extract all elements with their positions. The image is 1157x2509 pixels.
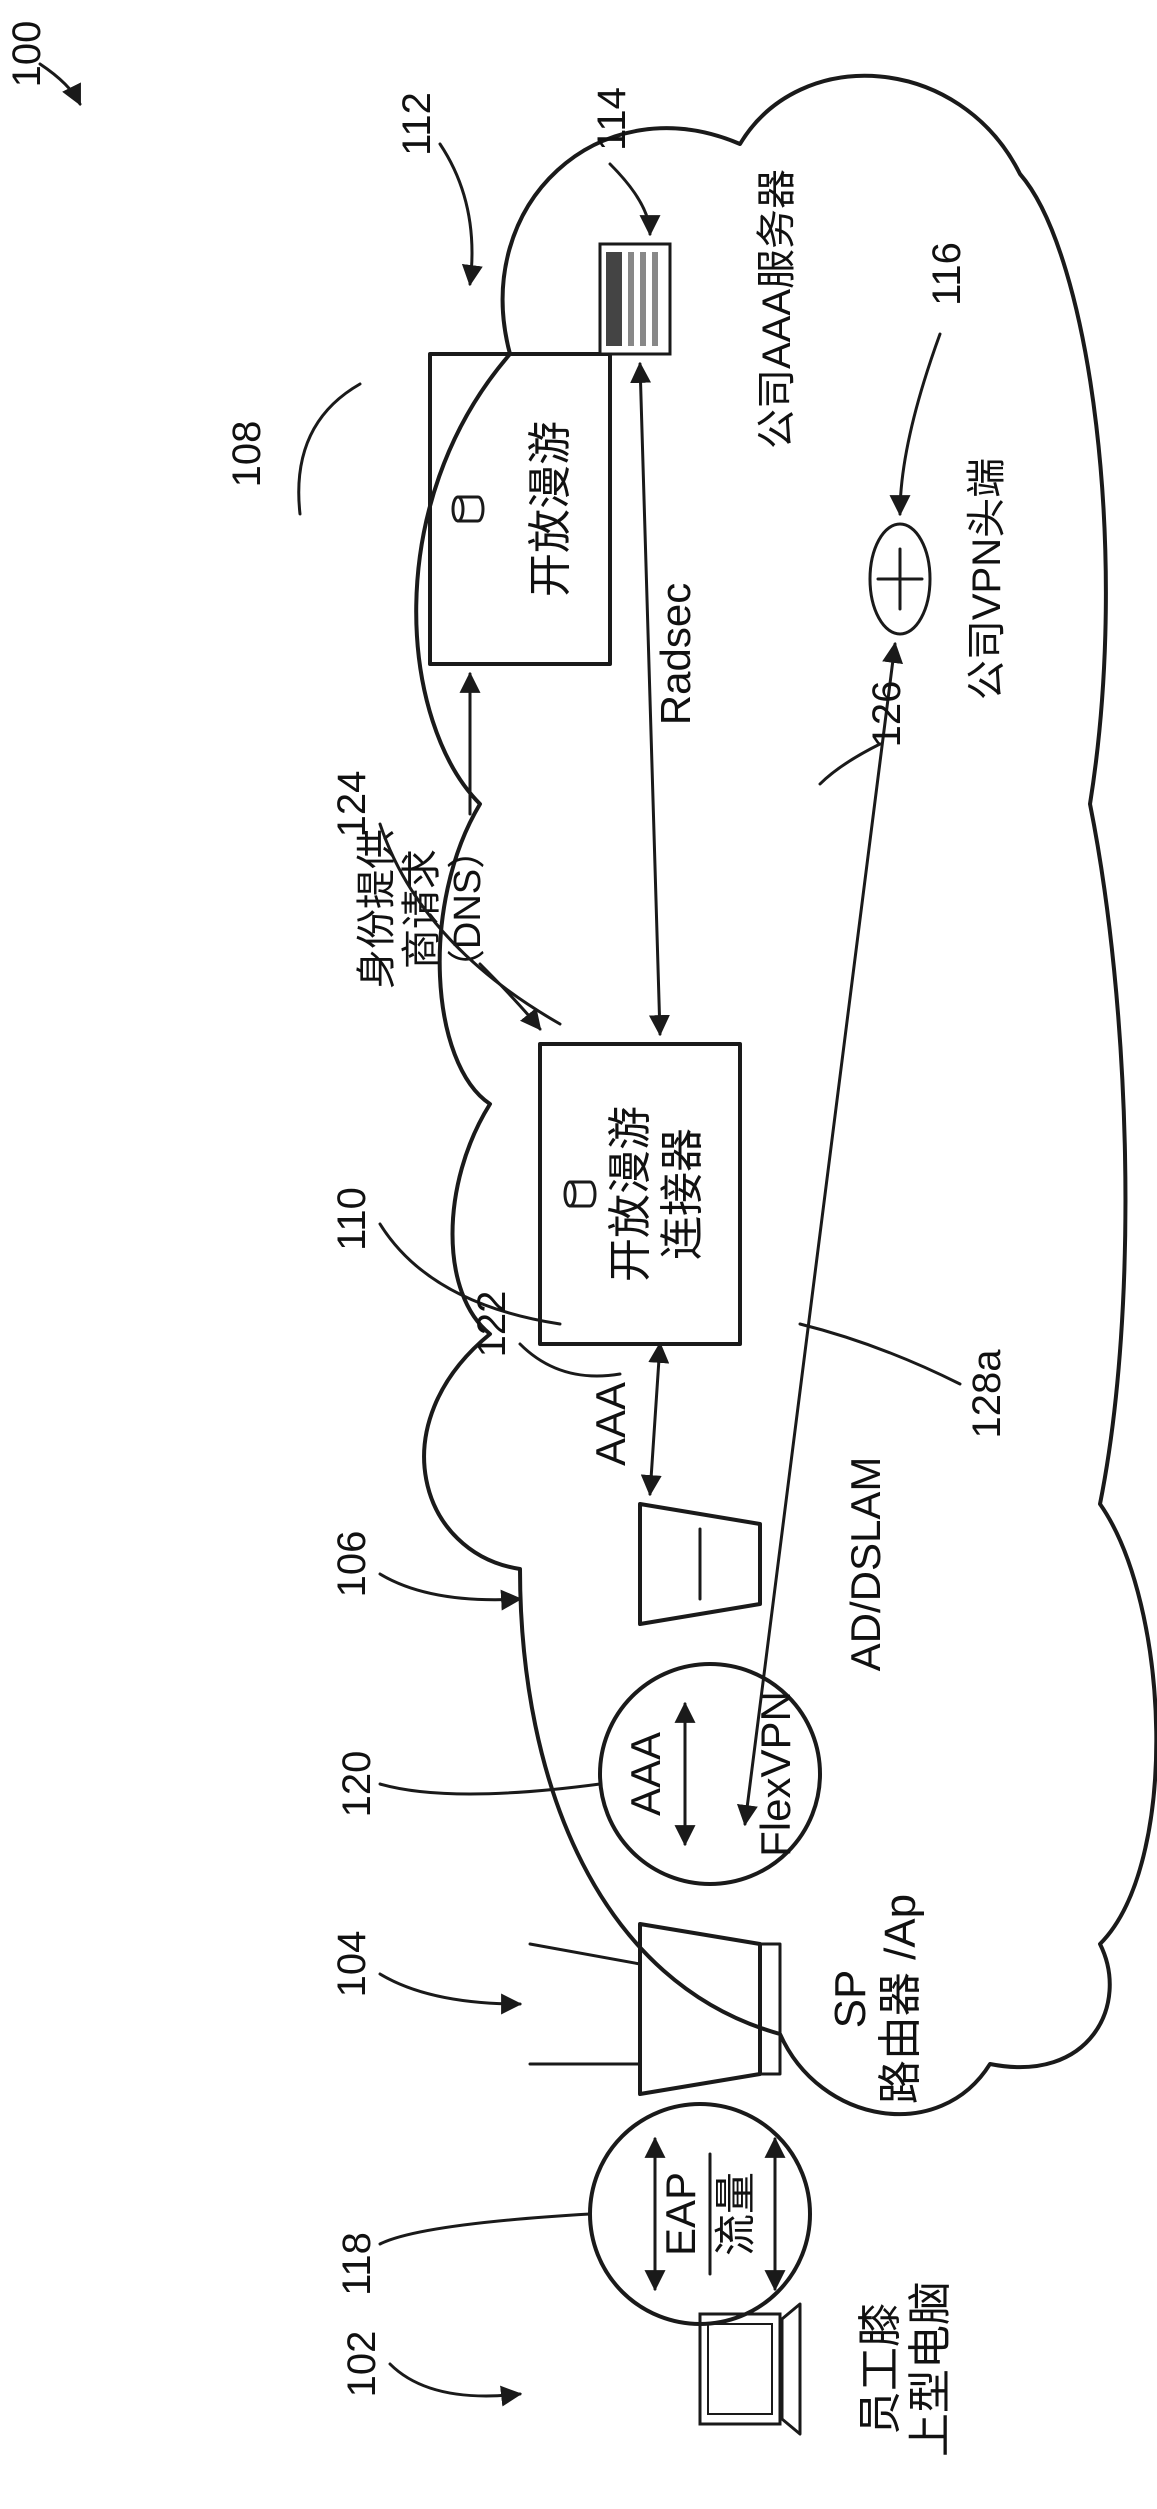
wifi-router-icon (528, 1922, 782, 2096)
aaa-link (640, 1341, 670, 1497)
ref-114: 114 (590, 87, 634, 151)
flexvpn-tunnel (736, 641, 904, 1827)
idp-arrow-to-connector (478, 962, 542, 1031)
ref-102: 102 (340, 2331, 384, 2398)
ref-120: 120 (335, 1751, 379, 1818)
ref-100-leader (38, 62, 82, 106)
router-label-line2: 路由器 /Ap (876, 1894, 925, 2104)
ref-122: 122 (470, 1291, 514, 1358)
radsec-label: Radsec (652, 583, 699, 725)
ref-112-leader (438, 142, 483, 287)
ref-126-leader (818, 742, 882, 786)
eap-traffic-label: 流量 (712, 2172, 759, 2256)
ref-126: 126 (865, 681, 909, 748)
ref-106: 106 (330, 1531, 374, 1598)
ref-128a-leader (798, 1322, 962, 1386)
cloud-outline (414, 73, 1157, 2117)
connector-label-line2: 连接器 (658, 1128, 707, 1260)
ref-118: 118 (335, 2232, 379, 2296)
aaa-link-label: AAA (587, 1382, 634, 1466)
ref-120-leader (378, 1782, 602, 1796)
ref-108: 108 (225, 421, 269, 488)
router-disc-icon (868, 522, 932, 636)
figure-ref: 100 (5, 21, 49, 88)
laptop-icon (698, 2302, 802, 2436)
idp-request-line2: 商请求 (400, 849, 444, 969)
laptop-label-line1: 员工膝 (856, 2303, 905, 2435)
database-icon (563, 1180, 597, 1208)
ref-110: 110 (330, 1187, 374, 1251)
ref-112: 112 (395, 92, 439, 156)
aaa-server-label: 公司AAA服务器 (755, 169, 799, 449)
connector-label-line1: 开放漫游 (606, 1106, 655, 1282)
database-icon (451, 495, 485, 523)
ref-116-leader (889, 332, 942, 517)
ref-104: 104 (330, 1931, 374, 1998)
ref-122-leader (518, 1342, 622, 1378)
dslam-label: AD/DSLAM (842, 1457, 889, 1672)
server-icon (598, 242, 672, 356)
laptop-label-line2: 上型电脑 (906, 2281, 955, 2457)
ref-124-leader (378, 822, 562, 1026)
ref-102-leader (388, 2362, 523, 2407)
open-roaming-box (428, 352, 612, 666)
ref-114-leader (608, 162, 661, 237)
dslam-icon (638, 1502, 762, 1626)
ref-104-leader (378, 1972, 523, 2015)
ref-108-leader (297, 382, 362, 516)
radsec-link (630, 361, 670, 1037)
open-roaming-label: 开放漫游 (526, 421, 575, 597)
ref-128a: 128a (965, 1349, 1009, 1439)
vpn-headend-label: 公司VPN头端 (965, 458, 1009, 700)
router-label-line1: SP (826, 1970, 875, 2029)
flex-aaa-label: AAA (622, 1732, 669, 1816)
ref-118-leader (378, 2212, 592, 2246)
idp-request-line3: （DNS） (447, 831, 489, 987)
ref-116: 116 (925, 242, 969, 306)
eap-label: EAP (657, 2172, 704, 2256)
ref-124: 124 (330, 771, 374, 838)
ref-106-leader (378, 1572, 523, 1611)
ref-110-leader (378, 1222, 562, 1326)
